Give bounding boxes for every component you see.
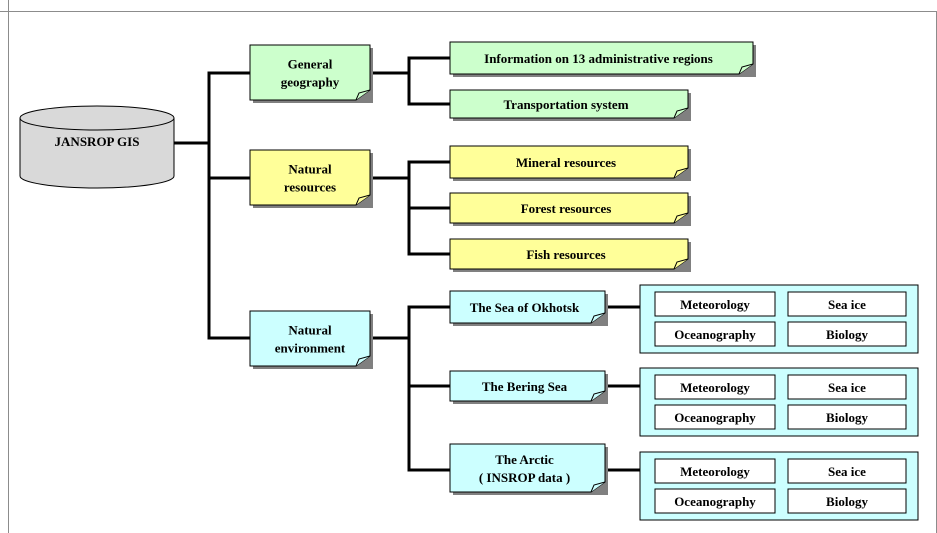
category-label: environment <box>275 341 346 356</box>
data-type-cell <box>654 291 776 317</box>
subtopic-label: Fish resources <box>526 247 605 262</box>
subtopic-label: ( INSROP data ) <box>479 470 570 485</box>
subtopic-label: Forest resources <box>521 201 612 216</box>
subtopic-node: The Sea of Okhotsk <box>449 290 608 326</box>
data-type-cell <box>787 321 907 347</box>
data-type-label: Biology <box>826 410 868 425</box>
category-label: Natural <box>288 323 332 338</box>
subtopic-node: Forest resources <box>449 192 691 226</box>
subtopic-label: Information on 13 administrative regions <box>484 51 713 66</box>
data-type-label: Oceanography <box>674 494 756 509</box>
data-type-label: Sea ice <box>828 297 866 312</box>
data-type-label: Oceanography <box>674 410 756 425</box>
data-type-label: Meteorology <box>680 380 750 395</box>
category-node: Natural environment <box>249 310 373 369</box>
connector-lines <box>173 56 642 472</box>
root-label: JANSROP GIS <box>55 134 140 149</box>
data-type-label: Sea ice <box>828 464 866 479</box>
subtopic-node: Information on 13 administrative regions <box>449 41 756 77</box>
category-label: resources <box>284 180 336 195</box>
data-type-cell <box>654 404 776 430</box>
data-type-cell <box>654 458 776 484</box>
data-type-label: Meteorology <box>680 464 750 479</box>
data-type-cell <box>654 374 776 400</box>
data-type-cell <box>787 458 907 484</box>
subtopic-node: Mineral resources <box>449 145 691 181</box>
subtopic-node: The Arctic ( INSROP data ) <box>449 443 608 495</box>
category-node: General geography <box>249 44 373 103</box>
data-type-label: Biology <box>826 327 868 342</box>
data-type-cell <box>654 321 776 347</box>
subtopic-label: Transportation system <box>503 97 628 112</box>
data-type-label: Biology <box>826 494 868 509</box>
category-label: General <box>288 57 333 72</box>
category-label: geography <box>281 75 340 90</box>
data-type-cell <box>787 374 907 400</box>
data-type-label: Sea ice <box>828 380 866 395</box>
subtopic-label: The Sea of Okhotsk <box>470 300 580 315</box>
data-type-label: Meteorology <box>680 297 750 312</box>
subtopic-node: Transportation system <box>449 89 691 121</box>
category-label: Natural <box>288 162 332 177</box>
data-type-cell <box>787 404 907 430</box>
subtopic-label: Mineral resources <box>516 155 616 170</box>
data-type-cell <box>787 488 907 514</box>
subtopic-node: Fish resources <box>449 238 691 272</box>
root-database-cylinder: JANSROP GIS <box>19 105 175 189</box>
data-type-cell <box>787 291 907 317</box>
category-node: Natural resources <box>249 149 373 208</box>
subtopic-label: The Bering Sea <box>482 379 568 394</box>
subtopic-node: The Bering Sea <box>449 370 608 404</box>
subtopic-label: The Arctic <box>495 452 554 467</box>
data-type-label: Oceanography <box>674 327 756 342</box>
data-type-cell <box>654 488 776 514</box>
